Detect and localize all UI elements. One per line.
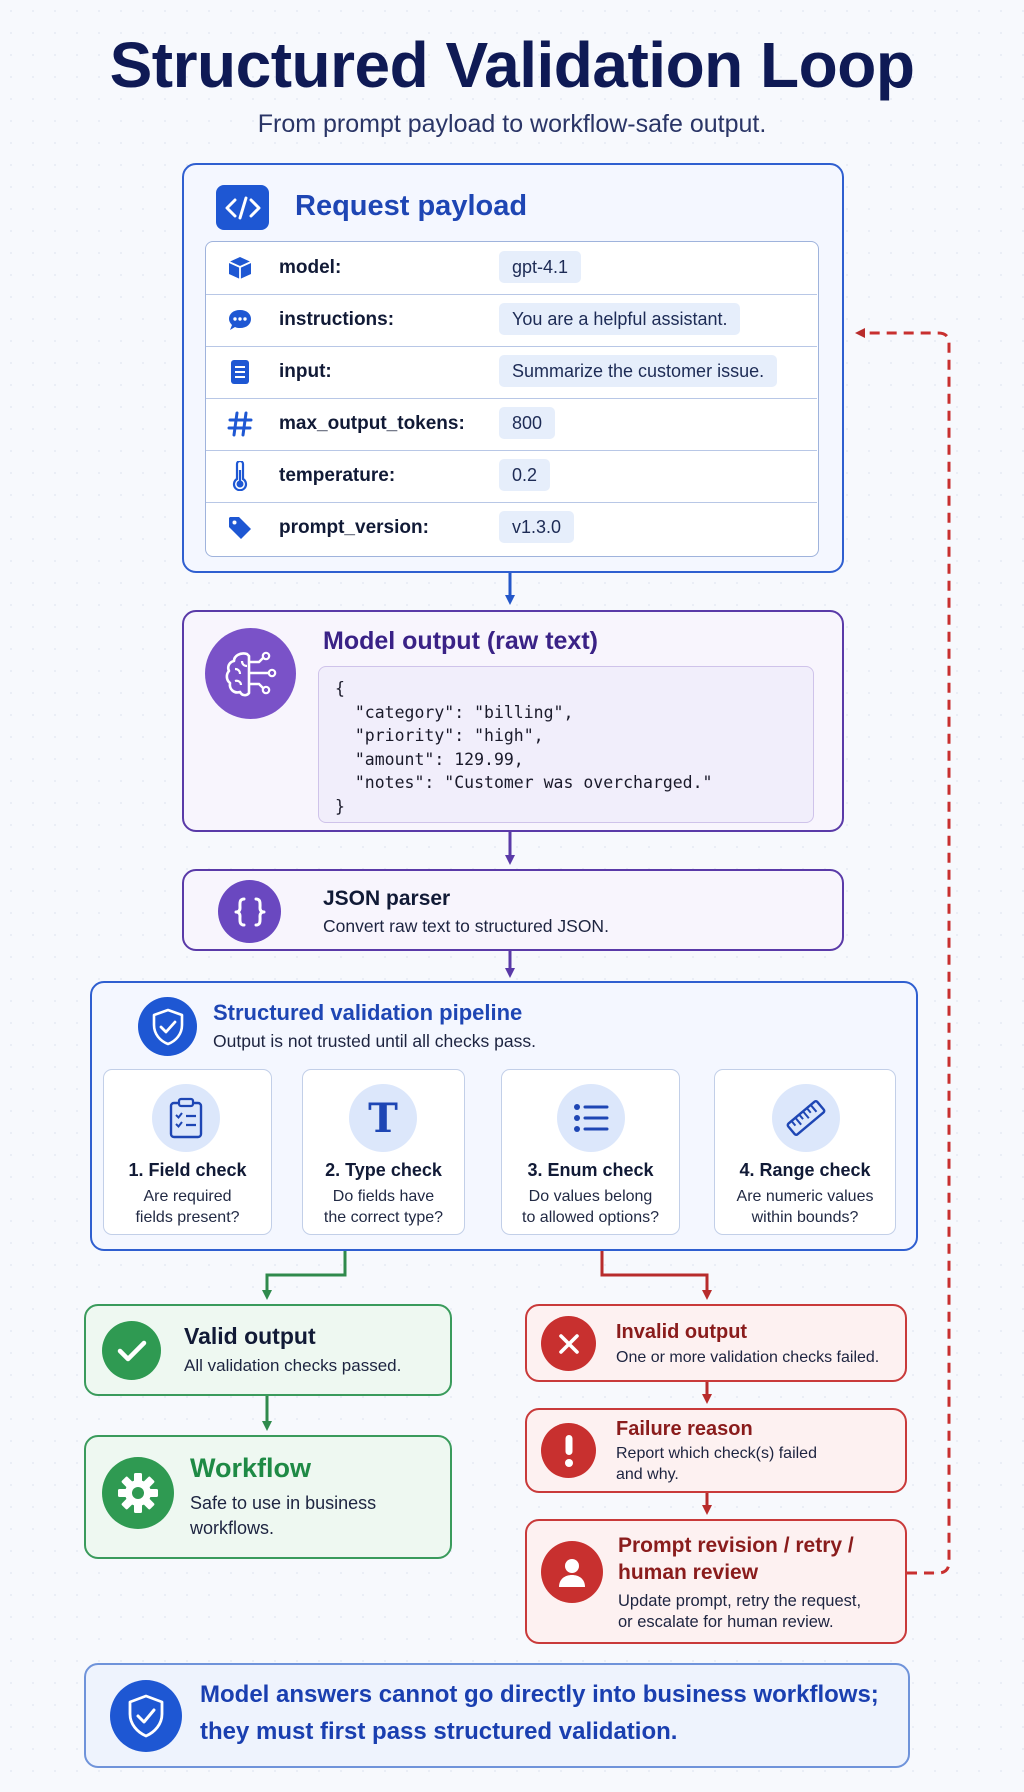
exclamation-circle-icon bbox=[541, 1423, 596, 1478]
payload-row-model: model: gpt-4.1 bbox=[206, 242, 817, 295]
prompt-revision-line1: Update prompt, retry the request, bbox=[618, 1592, 862, 1610]
step-title: 4. Range check bbox=[739, 1160, 871, 1180]
valid-output-heading: Valid output bbox=[184, 1323, 316, 1349]
workflow-description-line2: workflows. bbox=[190, 1518, 275, 1538]
workflow-description-line1: Safe to use in business bbox=[190, 1493, 377, 1513]
payload-value: gpt-4.1 bbox=[499, 251, 582, 283]
step-field-check: 1. Field check Are required fields prese… bbox=[103, 1069, 272, 1235]
arrow-pipeline-to-valid bbox=[262, 1251, 347, 1300]
pipeline-heading: Structured validation pipeline bbox=[213, 1000, 523, 1025]
type-t-icon: T bbox=[349, 1084, 417, 1152]
shield-check-icon bbox=[138, 997, 197, 1056]
valid-output-description: All validation checks passed. bbox=[184, 1356, 402, 1375]
payload-key: max_output_tokens: bbox=[279, 413, 465, 434]
workflow-heading: Workflow bbox=[190, 1453, 311, 1483]
prompt-revision-heading-line2: human review bbox=[618, 1561, 759, 1584]
step-type-check: T 2. Type check Do fields have the corre… bbox=[302, 1069, 465, 1235]
step-description-line2: the correct type? bbox=[323, 1209, 444, 1226]
payload-row-instructions: instructions: You are a helpful assistan… bbox=[206, 294, 817, 347]
x-circle-icon bbox=[541, 1316, 596, 1371]
step-description-line1: Do fields have bbox=[332, 1188, 435, 1205]
step-description-line1: Are required bbox=[143, 1188, 232, 1205]
step-title: 3. Enum check bbox=[527, 1160, 654, 1180]
tag-icon bbox=[226, 514, 254, 542]
json-parser-heading: JSON parser bbox=[323, 887, 451, 910]
page-subtitle: From prompt payload to workflow-safe out… bbox=[257, 110, 767, 138]
failure-reason-heading: Failure reason bbox=[616, 1418, 753, 1440]
step-description-line2: to allowed options? bbox=[522, 1209, 659, 1226]
chat-bubble-icon bbox=[226, 306, 254, 334]
arrow-pipeline-to-invalid bbox=[600, 1251, 712, 1300]
step-description-line1: Are numeric values bbox=[736, 1188, 874, 1205]
prompt-revision-heading-line1: Prompt revision / retry / bbox=[618, 1534, 854, 1557]
step-title: 2. Type check bbox=[325, 1160, 442, 1180]
payload-key: temperature: bbox=[279, 465, 396, 486]
failure-reason-line2: and why. bbox=[616, 1466, 679, 1483]
json-parser-description: Convert raw text to structured JSON. bbox=[323, 916, 609, 936]
gear-icon bbox=[102, 1457, 174, 1529]
code-icon bbox=[216, 185, 269, 230]
check-circle-icon bbox=[102, 1321, 161, 1380]
curly-braces-icon bbox=[218, 880, 281, 943]
step-enum-check: 3. Enum check Do values belong to allowe… bbox=[501, 1069, 680, 1235]
payload-value: 800 bbox=[499, 407, 556, 439]
payload-key: prompt_version: bbox=[279, 517, 429, 538]
step-description-line2: within bounds? bbox=[751, 1209, 859, 1226]
payload-value: 0.2 bbox=[499, 459, 551, 491]
step-description-line1: Do values belong bbox=[528, 1188, 653, 1205]
model-output-heading: Model output (raw text) bbox=[323, 627, 598, 655]
prompt-revision-line2: or escalate for human review. bbox=[618, 1613, 834, 1631]
clipboard-check-icon bbox=[152, 1084, 220, 1152]
payload-value: You are a helpful assistant. bbox=[499, 303, 741, 335]
step-description-line2: fields present? bbox=[135, 1209, 240, 1226]
page-title: Structured Validation Loop bbox=[109, 29, 915, 101]
footer-line1: Model answers cannot go directly into bu… bbox=[200, 1681, 879, 1708]
hash-icon bbox=[226, 410, 254, 438]
cube-icon bbox=[226, 254, 254, 282]
shield-check-icon bbox=[110, 1680, 182, 1752]
failure-reason-line1: Report which check(s) failed bbox=[616, 1445, 817, 1462]
footer-line2: they must first pass structured validati… bbox=[200, 1718, 678, 1745]
retry-loop-dashed-arrow bbox=[855, 328, 951, 1575]
request-payload-heading: Request payload bbox=[295, 190, 528, 222]
brain-circuit-icon bbox=[205, 628, 296, 719]
step-range-check: 4. Range check Are numeric values within… bbox=[714, 1069, 896, 1235]
invalid-output-heading: Invalid output bbox=[616, 1321, 748, 1343]
payload-key: input: bbox=[279, 361, 332, 382]
pipeline-description: Output is not trusted until all checks p… bbox=[213, 1031, 536, 1051]
json-parser-card bbox=[182, 869, 844, 951]
payload-value: Summarize the customer issue. bbox=[499, 355, 778, 387]
step-title: 1. Field check bbox=[128, 1160, 247, 1180]
list-icon bbox=[557, 1084, 625, 1152]
person-circle-icon bbox=[541, 1541, 603, 1603]
invalid-output-description: One or more validation checks failed. bbox=[616, 1349, 880, 1366]
payload-table: model: gpt-4.1 instructions: You are a h… bbox=[205, 241, 819, 557]
ruler-icon bbox=[772, 1084, 840, 1152]
payload-row-prompt-version: prompt_version: v1.3.0 bbox=[206, 502, 817, 554]
payload-value: v1.3.0 bbox=[499, 511, 575, 543]
thermometer-icon bbox=[226, 461, 254, 491]
payload-key: instructions: bbox=[279, 309, 395, 330]
footer-banner bbox=[84, 1663, 910, 1768]
document-icon bbox=[226, 358, 254, 386]
payload-row-input: input: Summarize the customer issue. bbox=[206, 346, 817, 399]
payload-key: model: bbox=[279, 257, 342, 278]
raw-text-code-block: { "category": "billing", "priority": "hi… bbox=[318, 666, 814, 823]
payload-row-temperature: temperature: 0.2 bbox=[206, 450, 817, 503]
payload-row-max-output-tokens: max_output_tokens: 800 bbox=[206, 398, 817, 451]
